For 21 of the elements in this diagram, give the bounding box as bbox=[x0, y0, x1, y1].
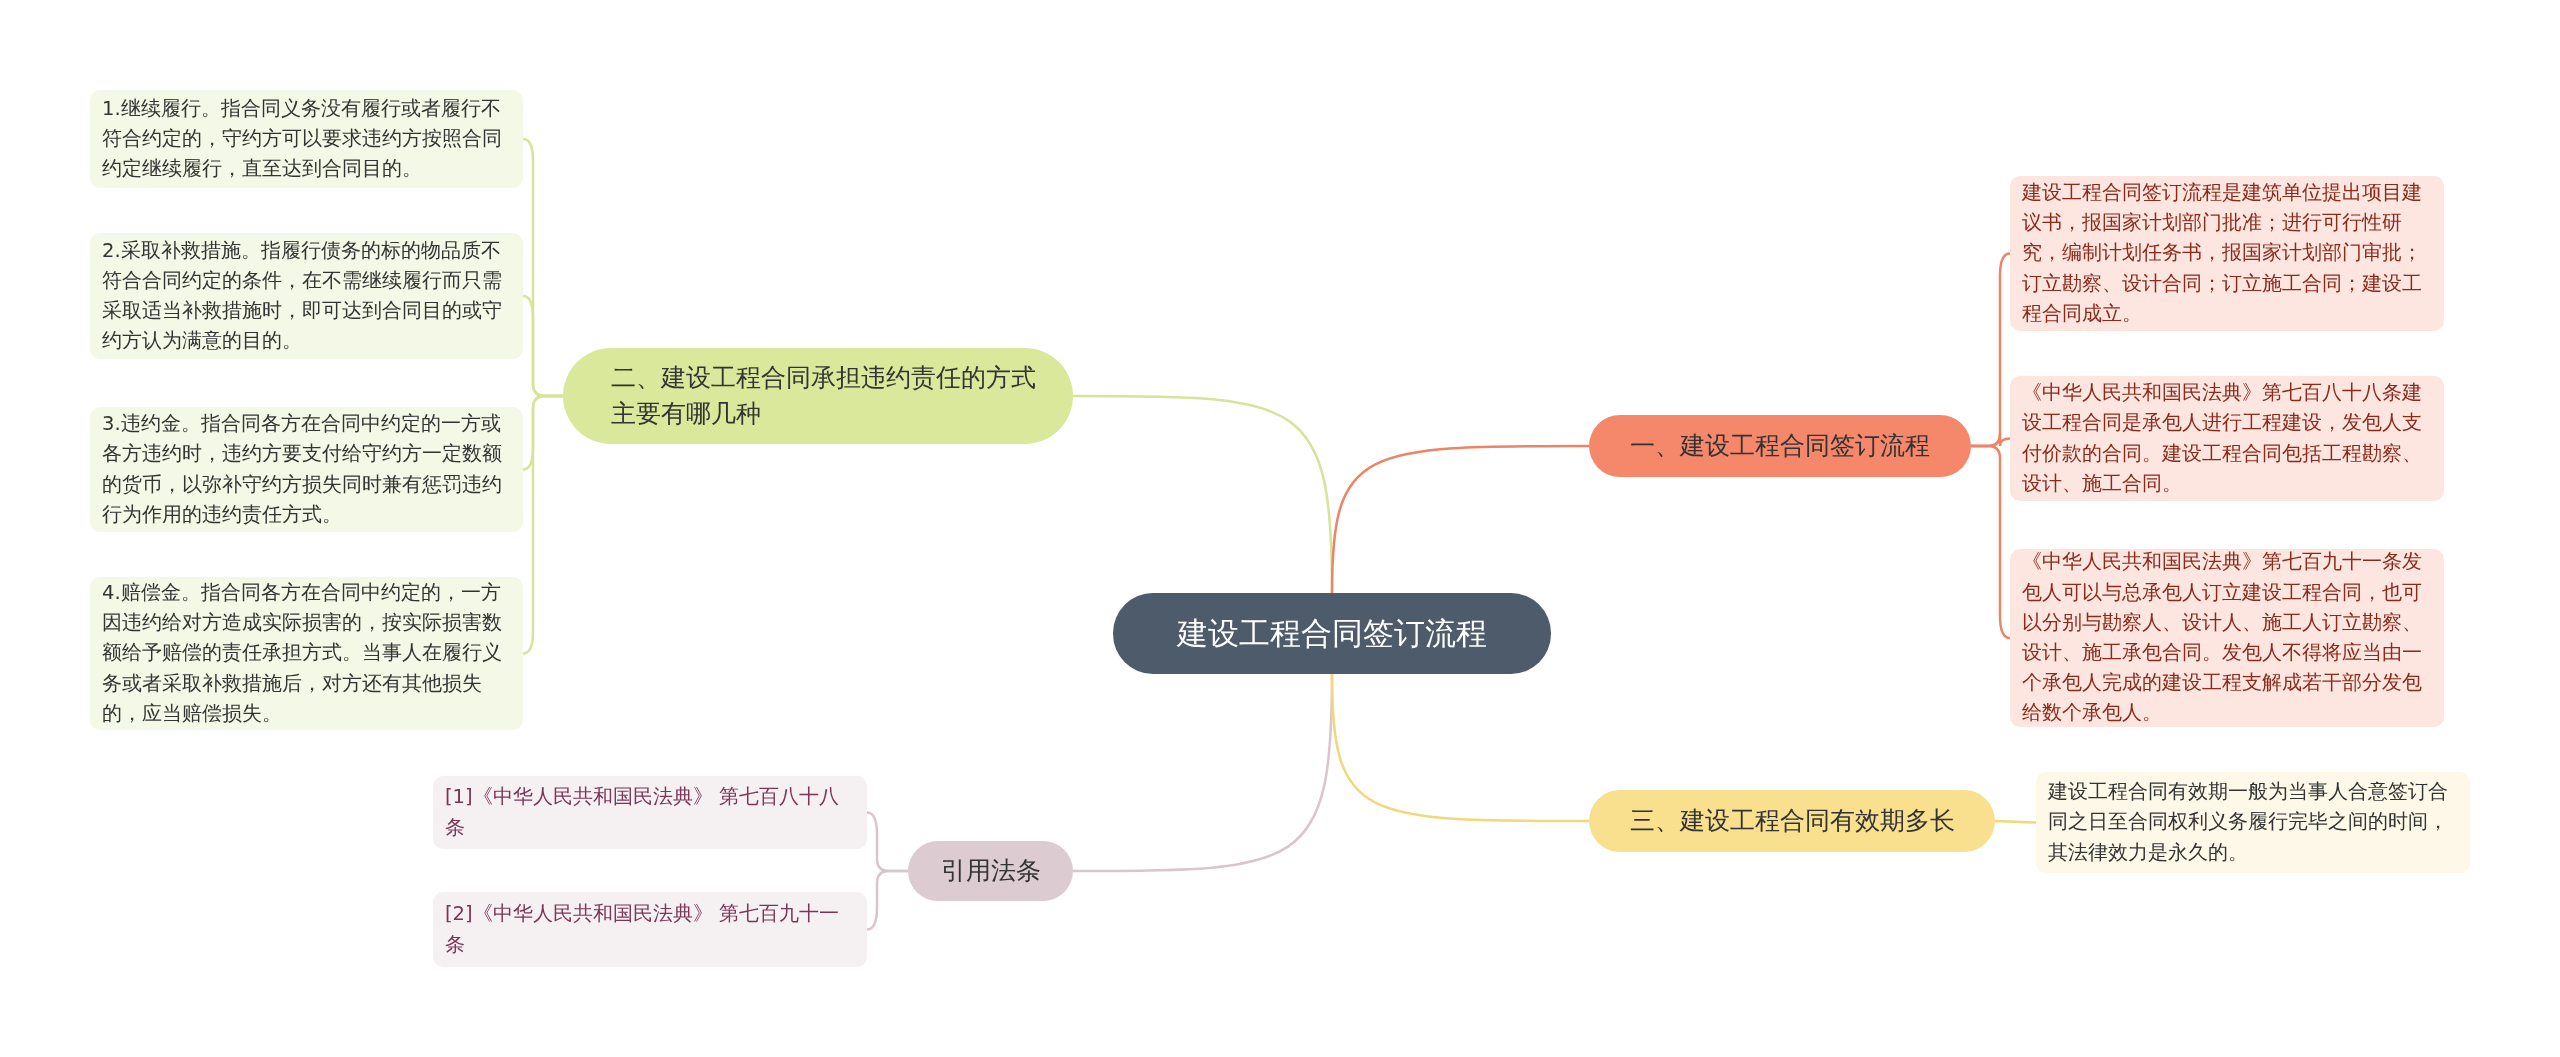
topic-box: 一、建设工程合同签订流程 bbox=[1589, 415, 1971, 477]
root-topic-box: 建设工程合同签订流程 bbox=[1113, 593, 1551, 674]
note-box: 4.赔偿金。指合同各方在合同中约定的，一方因违约给对方造成实际损害的，按实际损害数额给予赔偿的责任承担方式。当事人在履行义务或者采取补救措施后，对方还有其他损失的，应当赔偿损失。 bbox=[90, 577, 523, 730]
connector-line bbox=[1971, 444, 2011, 640]
connector-line bbox=[522, 394, 563, 655]
note-box: 2.采取补救措施。指履行债务的标的物品质不符合合同约定的条件，在不需继续履行而只需采取适当补救措施时，即可达到合同目的或守约方认为满意的目的。 bbox=[90, 233, 523, 359]
note-box: 《中华人民共和国民法典》第七百九十一条发包人可以与总承包人订立建设工程合同，也可以分别与勘察人、设计人、施工人订立勘察、设计、施工承包合同。发包人不得将应当由一个承包人完成的建设工程支解成若干部分发包给数个承包人。 bbox=[2010, 549, 2444, 727]
note-box: 《中华人民共和国民法典》第七百八十八条建设工程合同是承包人进行工程建设，发包人支付价款的合同。建设工程合同包括工程勘察、设计、施工合同。 bbox=[2010, 376, 2444, 501]
note-box: [1]《中华人民共和国民法典》 第七百八十八条 bbox=[433, 776, 867, 849]
connector-line bbox=[1330, 444, 1589, 594]
note-box: [2]《中华人民共和国民法典》 第七百九十一条 bbox=[433, 892, 867, 967]
note-box: 1.继续履行。指合同义务没有履行或者履行不符合约定的，守约方可以要求违约方按照合同约定继续履行，直至达到合同目的。 bbox=[90, 90, 523, 188]
topic-box: 三、建设工程合同有效期多长 bbox=[1589, 790, 1995, 852]
topic-box: 二、建设工程合同承担违约责任的方式主要有哪几种 bbox=[563, 348, 1073, 444]
note-box: 3.违约金。指合同各方在合同中约定的一方或各方违约时，违约方要支付给守约方一定数额的货币，以弥补守约方损失同时兼有惩罚违约行为作用的违约责任方式。 bbox=[90, 407, 523, 532]
note-box: 建设工程合同签订流程是建筑单位提出项目建议书，报国家计划部门批准；进行可行性研究，编制计划任务书，报国家计划部门审批；订立勘察、设计合同；订立施工合同；建设工程合同成立。 bbox=[2010, 176, 2444, 331]
topic-box: 引用法条 bbox=[908, 841, 1073, 901]
note-box: 建设工程合同有效期一般为当事人合意签订合同之日至合同权利义务履行完毕之间的时间，其法律效力是永久的。 bbox=[2036, 772, 2470, 873]
connector-line bbox=[1330, 673, 1589, 823]
connector-line bbox=[866, 869, 908, 931]
connector-line bbox=[1994, 819, 2037, 824]
